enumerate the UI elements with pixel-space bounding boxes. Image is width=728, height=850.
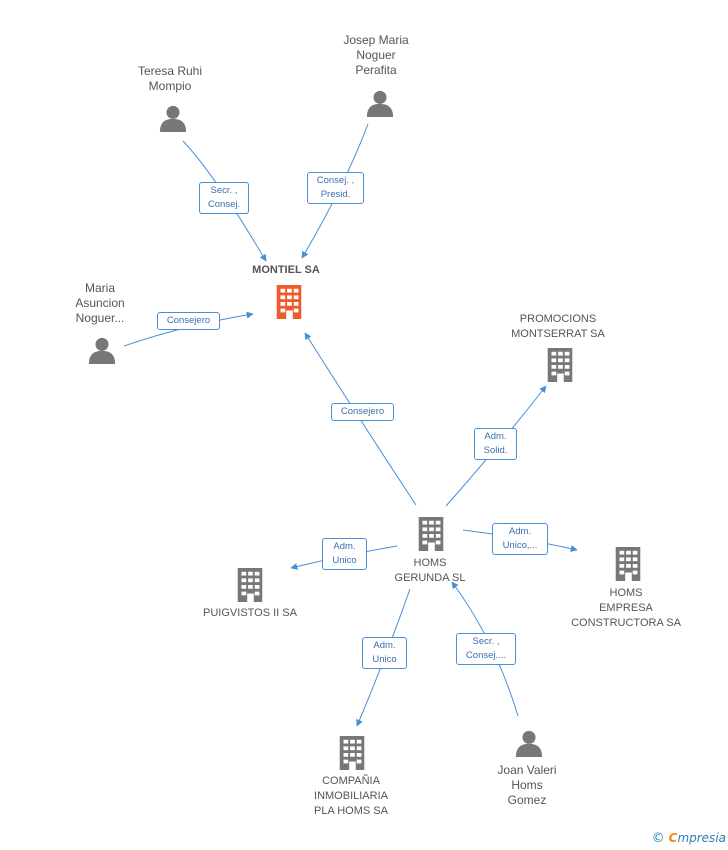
empresia-watermark[interactable]: ©Cmpresia	[652, 831, 726, 846]
edge-label-line: Consejero	[166, 315, 211, 326]
copyright-icon: ©	[651, 831, 665, 846]
puigvistos-label[interactable]: PUIGVISTOS II SA	[203, 607, 297, 619]
homs-gerunda-label[interactable]: HOMS GERUNDA SL	[380, 556, 480, 586]
edge-label-homs-empresa: Adm. Unico,...	[492, 523, 548, 555]
homs-empresa-building-icon[interactable]	[615, 547, 641, 581]
edge-label-line: Secr. ,	[472, 636, 500, 647]
edge-label-line: Adm.	[508, 526, 532, 537]
joan-label-line: Homs	[511, 778, 543, 792]
homs-gerunda-label-line: GERUNDA SL	[394, 572, 466, 584]
edge-label-maria-montiel: Consejero	[157, 312, 220, 330]
edge-label-josep-montiel: Consej. , Presid.	[307, 172, 364, 204]
teresa-label-line: Mompio	[148, 79, 192, 93]
brand-initial: C	[668, 831, 678, 845]
teresa-person-icon[interactable]	[159, 105, 187, 132]
edge-label-teresa-montiel: Secr. , Consej.	[199, 182, 249, 214]
homs-gerunda-building-icon[interactable]	[418, 517, 444, 551]
edge-label-line: Unico	[332, 555, 357, 566]
edge-label-line: Solid.	[483, 445, 508, 456]
promocions-label-line: MONTSERRAT SA	[511, 328, 605, 340]
maria-person-icon[interactable]	[88, 337, 116, 364]
promocions-label-line: PROMOCIONS	[519, 313, 597, 325]
edge-label-line: Consej....	[465, 650, 507, 661]
edge-label-homs-compania: Adm. Unico	[362, 637, 407, 669]
teresa-label-line: Teresa Ruhi	[137, 64, 203, 78]
josep-person-icon[interactable]	[366, 90, 394, 117]
edge-label-line: Presid.	[320, 189, 351, 200]
joan-person-icon[interactable]	[515, 730, 543, 757]
compania-label-line: INMOBILIARIA	[314, 790, 388, 802]
homs-gerunda-label-line: HOMS	[413, 557, 447, 569]
josep-label-line: Noguer	[356, 48, 396, 62]
edge-label-line: Unico,...	[502, 540, 538, 551]
brand-name: mpresia	[677, 831, 726, 845]
josep-label[interactable]: Josep Maria Noguer Perafita	[326, 33, 426, 78]
homs-empresa-label[interactable]: HOMS EMPRESA CONSTRUCTORA SA	[566, 586, 686, 631]
maria-label-line: Maria	[84, 281, 115, 295]
josep-label-line: Perafita	[355, 63, 397, 77]
maria-label[interactable]: Maria Asuncion Noguer...	[50, 281, 150, 326]
edge-label-line: Secr. ,	[210, 185, 238, 196]
compania-label-line: COMPAÑIA	[322, 775, 380, 787]
maria-label-line: Noguer...	[75, 311, 125, 325]
edge-label-homs-montiel: Consejero	[331, 403, 394, 421]
joan-label[interactable]: Joan Valeri Homs Gomez	[477, 763, 577, 808]
promocions-label[interactable]: PROMOCIONS MONTSERRAT SA	[498, 312, 618, 342]
edge-label-line: Consejero	[340, 406, 385, 417]
teresa-label[interactable]: Teresa Ruhi Mompio	[120, 64, 220, 94]
puigvistos-building-icon[interactable]	[237, 568, 263, 602]
promocions-building-icon[interactable]	[547, 348, 573, 382]
edge-label-line: Consej. ,	[316, 175, 355, 186]
edge-label-homs-promocions: Adm. Solid.	[474, 428, 517, 460]
edge-label-line: Adm.	[484, 431, 507, 442]
edge-label-joan-homs: Secr. , Consej....	[456, 633, 516, 665]
homs-empresa-label-line: EMPRESA	[599, 602, 653, 614]
edge-label-line: Adm.	[373, 640, 396, 651]
edge-label-line: Unico	[372, 654, 397, 665]
edge-label-line: Consej.	[207, 199, 241, 210]
edge-label-homs-puigvistos: Adm. Unico	[322, 538, 367, 570]
homs-empresa-label-line: HOMS	[609, 587, 643, 599]
homs-empresa-label-line: CONSTRUCTORA SA	[571, 617, 681, 629]
montiel-label[interactable]: MONTIEL SA	[252, 264, 320, 276]
compania-label[interactable]: COMPAÑIA INMOBILIARIA PLA HOMS SA	[296, 774, 406, 819]
josep-label-line: Josep Maria	[343, 33, 409, 47]
joan-label-line: Joan Valeri	[497, 763, 557, 777]
compania-label-line: PLA HOMS SA	[314, 805, 388, 817]
compania-building-icon[interactable]	[339, 736, 365, 770]
montiel-building-icon[interactable]	[276, 285, 302, 319]
maria-label-line: Asuncion	[75, 296, 125, 310]
joan-label-line: Gomez	[507, 793, 547, 807]
edge-label-line: Adm.	[333, 541, 356, 552]
